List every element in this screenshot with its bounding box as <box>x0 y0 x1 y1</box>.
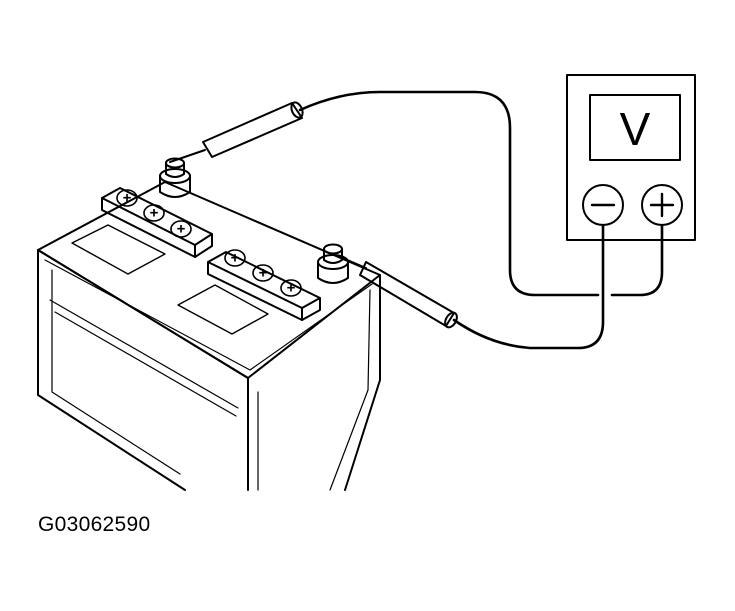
cell-symbol: + <box>123 190 132 207</box>
cell-symbol: + <box>150 205 159 222</box>
voltmeter-positive-jack <box>641 184 683 226</box>
cell-symbol: + <box>231 250 240 267</box>
battery-terminal-positive <box>159 157 191 198</box>
lead-black <box>452 223 605 350</box>
voltmeter-body <box>566 74 696 241</box>
figure-id: G03062590 <box>38 513 151 536</box>
battery-side-face <box>344 274 381 491</box>
vent-cap <box>116 189 138 207</box>
vent-cap <box>280 279 302 297</box>
battery-terminal-negative <box>317 243 349 284</box>
cell-symbol: + <box>177 221 186 238</box>
vent-cap <box>252 264 274 282</box>
lead-red <box>298 90 664 297</box>
probe-red <box>169 101 304 163</box>
vent-cap <box>224 249 246 267</box>
voltmeter-negative-jack <box>582 184 624 226</box>
cell-symbol: + <box>259 265 268 282</box>
battery-label-panel-2 <box>177 284 269 335</box>
battery-vent-caps <box>116 189 302 297</box>
plus-icon <box>649 192 675 218</box>
battery <box>37 181 381 491</box>
cell-symbol: + <box>287 280 296 297</box>
battery-front-face <box>37 249 186 491</box>
vent-cap <box>143 204 165 222</box>
probe-black <box>337 255 458 329</box>
vent-cap <box>170 220 192 238</box>
voltmeter <box>566 74 696 241</box>
voltmeter-display <box>589 94 681 161</box>
battery-label-panel-1 <box>71 224 166 275</box>
voltmeter-display-text: V <box>620 103 651 155</box>
